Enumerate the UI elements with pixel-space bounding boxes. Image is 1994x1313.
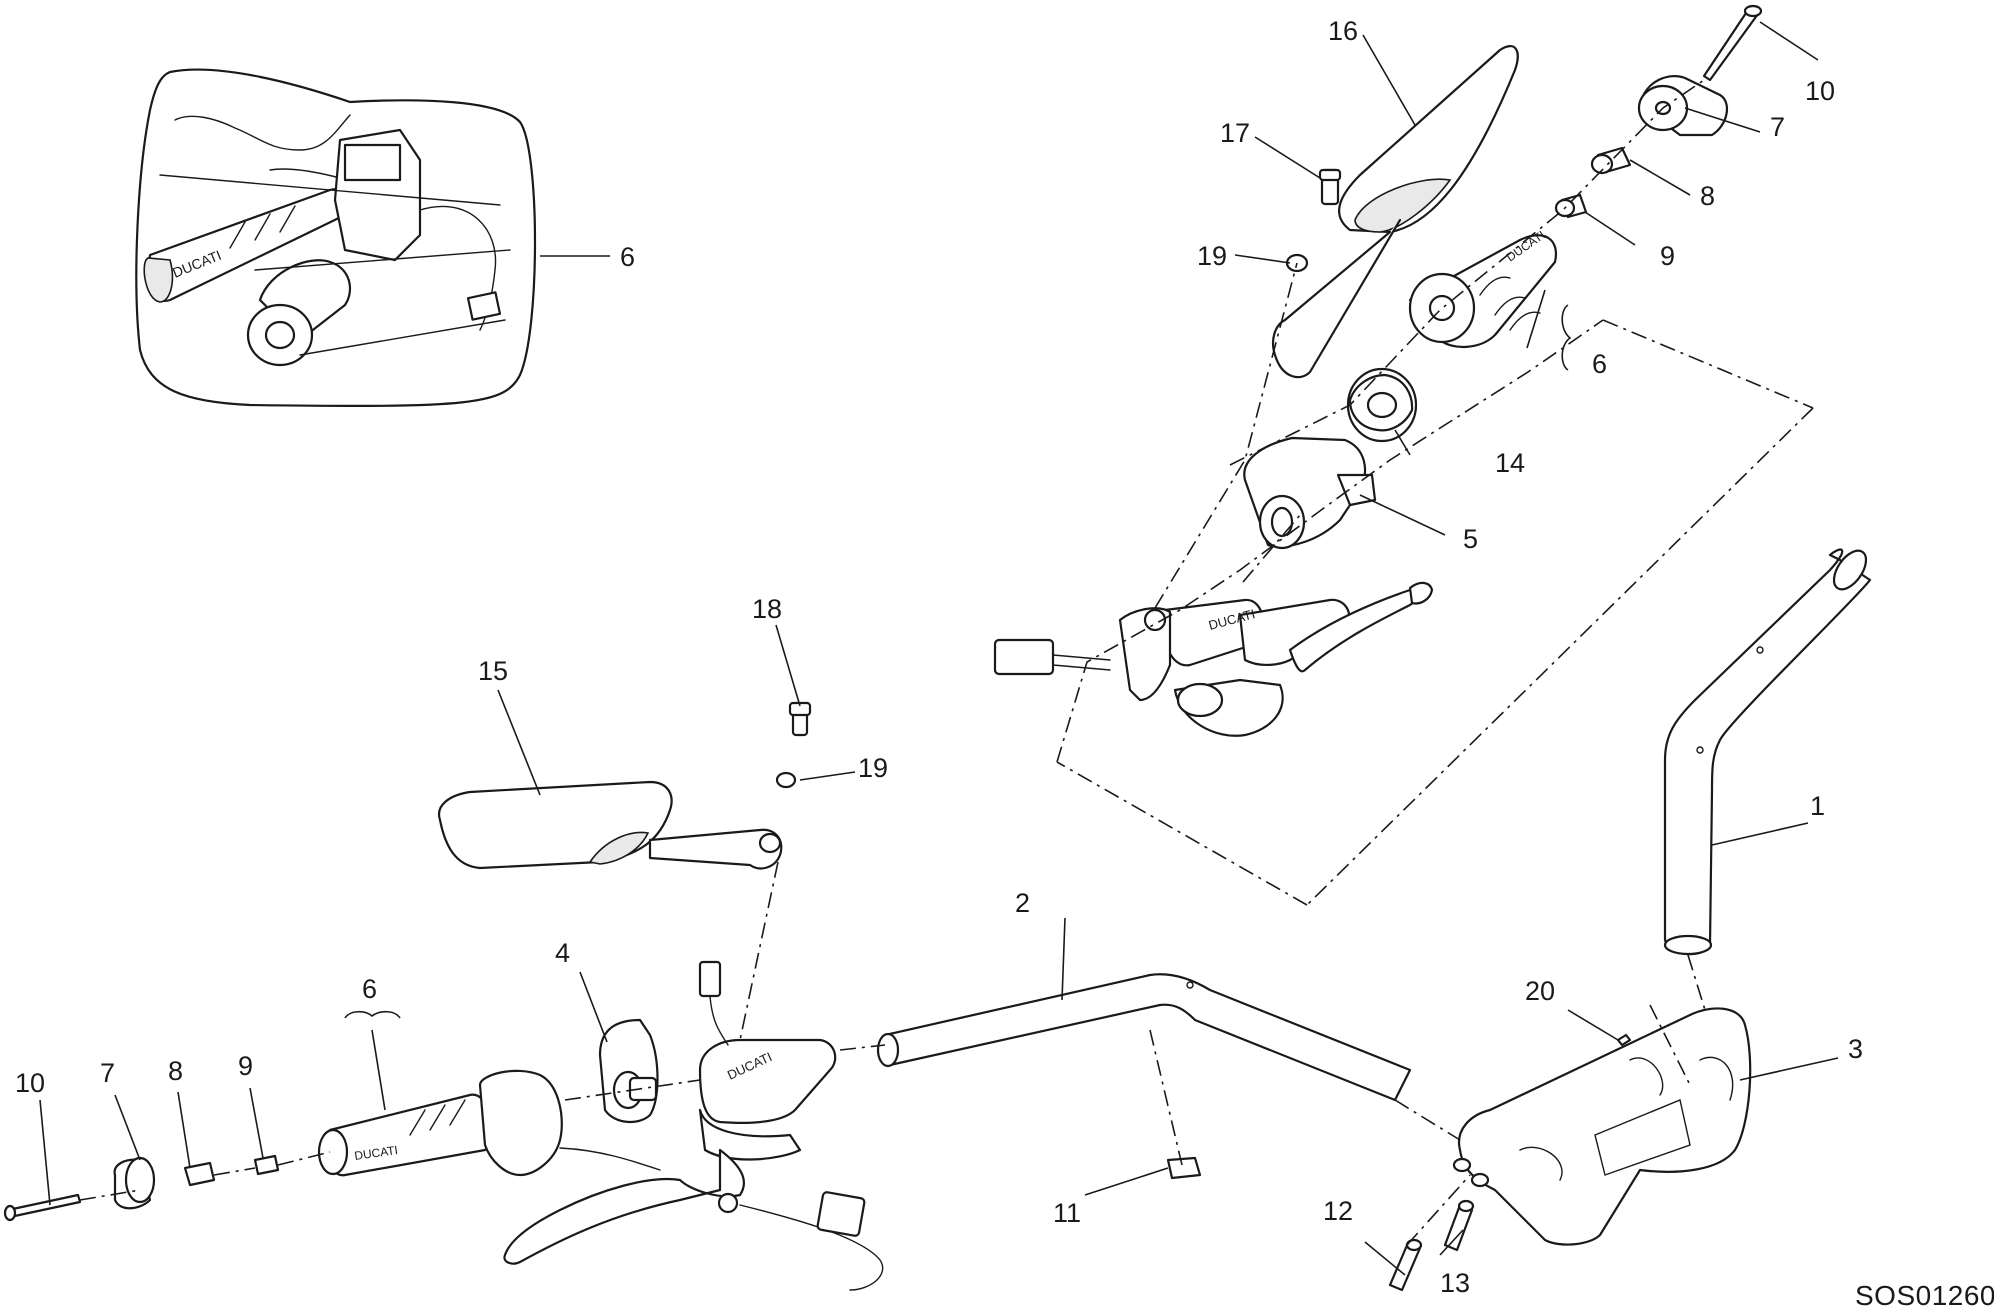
pin-20 [1616,1033,1632,1047]
callout-8-lower: 8 [168,1056,183,1086]
callout-10-lower: 10 [15,1068,45,1098]
grip-upper: DUCATI [1408,228,1558,349]
callout-16: 16 [1328,16,1358,46]
handlebar-1 [1663,548,1872,956]
callout-17: 17 [1220,118,1250,148]
callout-12: 12 [1323,1196,1353,1226]
callout-1: 1 [1810,791,1825,821]
callout-14: 14 [1495,448,1525,478]
callout-18: 18 [752,594,782,624]
collar-14 [1346,367,1418,443]
switch-right-5 [1243,436,1377,550]
callout-7-lower: 7 [100,1058,115,1088]
callout-6-inset: 6 [620,242,635,272]
callout-10-upper: 10 [1805,76,1835,106]
callout-9-upper: 9 [1660,241,1675,271]
callout-4: 4 [555,938,570,968]
callout-15: 15 [478,656,508,686]
spacer-8-lower [183,1161,216,1187]
callout-6-lower: 6 [362,974,377,1004]
callout-6-upper: 6 [1592,349,1607,379]
clutch-master-cylinder-left: DUCATI [503,960,884,1291]
spacer-9-lower [253,1154,280,1176]
callout-13: 13 [1440,1268,1470,1298]
clip-11 [1166,1156,1202,1180]
handlebar-2 [876,973,1412,1102]
switch-left-4 [598,1018,659,1123]
washer-19-lower [775,771,797,789]
brake-master-cylinder-right: DUCATI [993,581,1434,737]
callout-7-upper: 7 [1770,112,1785,142]
lower-grip-brand: DUCATI [353,1143,398,1163]
handlebar-clamp-3 [1452,1007,1752,1246]
callout-19-upper: 19 [1197,241,1227,271]
callout-3: 3 [1848,1034,1863,1064]
callout-9-lower: 9 [238,1051,253,1081]
callout-5: 5 [1463,524,1478,554]
callout-8-upper: 8 [1700,181,1715,211]
callout-19-lower: 19 [858,753,888,783]
drawing-code: SOS01260 [1855,1280,1994,1311]
grip-lower: DUCATI [317,1069,661,1177]
callout-2: 2 [1015,888,1030,918]
callout-20: 20 [1525,976,1555,1006]
inset-detail-grip-assembly: DUCATI [135,68,537,408]
screw-10-lower [6,1193,82,1219]
mirror-left [437,780,783,870]
bar-end-upper [1554,4,1763,219]
brace-6-lower [344,1010,401,1019]
screw-10-upper [1702,8,1760,82]
brace-6-upper [1561,304,1572,371]
callout-11: 11 [1053,1198,1081,1228]
mirror-right [1271,45,1519,379]
